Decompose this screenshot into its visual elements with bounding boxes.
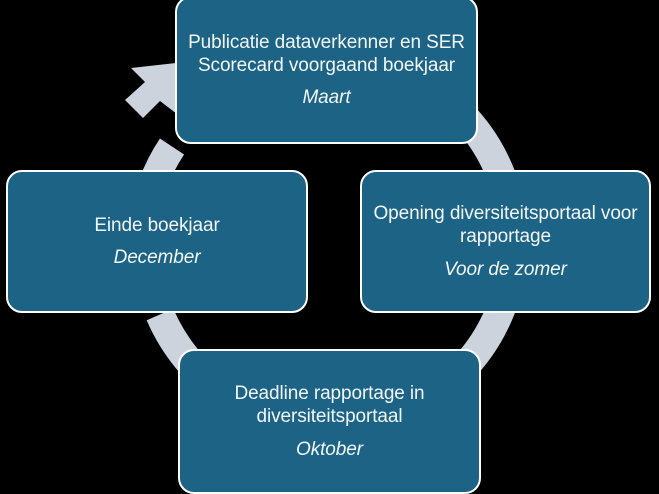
cycle-node-opening-title: Opening diversiteitsportaal voor rapport… (373, 203, 638, 248)
cycle-node-deadline[interactable]: Deadline rapportage in diversiteitsporta… (178, 349, 481, 494)
cycle-node-fiscal-year-end-title: Einde boekjaar (94, 214, 220, 236)
cycle-node-publication[interactable]: Publicatie dataverkenner en SER Scorecar… (175, 0, 478, 144)
cycle-node-fiscal-year-end[interactable]: Einde boekjaar December (6, 170, 308, 313)
cycle-node-publication-period: Maart (302, 87, 351, 109)
cycle-node-opening[interactable]: Opening diversiteitsportaal voor rapport… (360, 170, 651, 313)
cycle-node-publication-title: Publicatie dataverkenner en SER Scorecar… (188, 31, 465, 76)
cycle-arrowhead (125, 63, 177, 118)
cycle-node-opening-period: Voor de zomer (444, 258, 567, 280)
cycle-node-deadline-title: Deadline rapportage in diversiteitsporta… (234, 383, 425, 428)
cycle-node-deadline-period: Oktober (296, 438, 363, 460)
cycle-node-fiscal-year-end-period: December (113, 247, 201, 268)
